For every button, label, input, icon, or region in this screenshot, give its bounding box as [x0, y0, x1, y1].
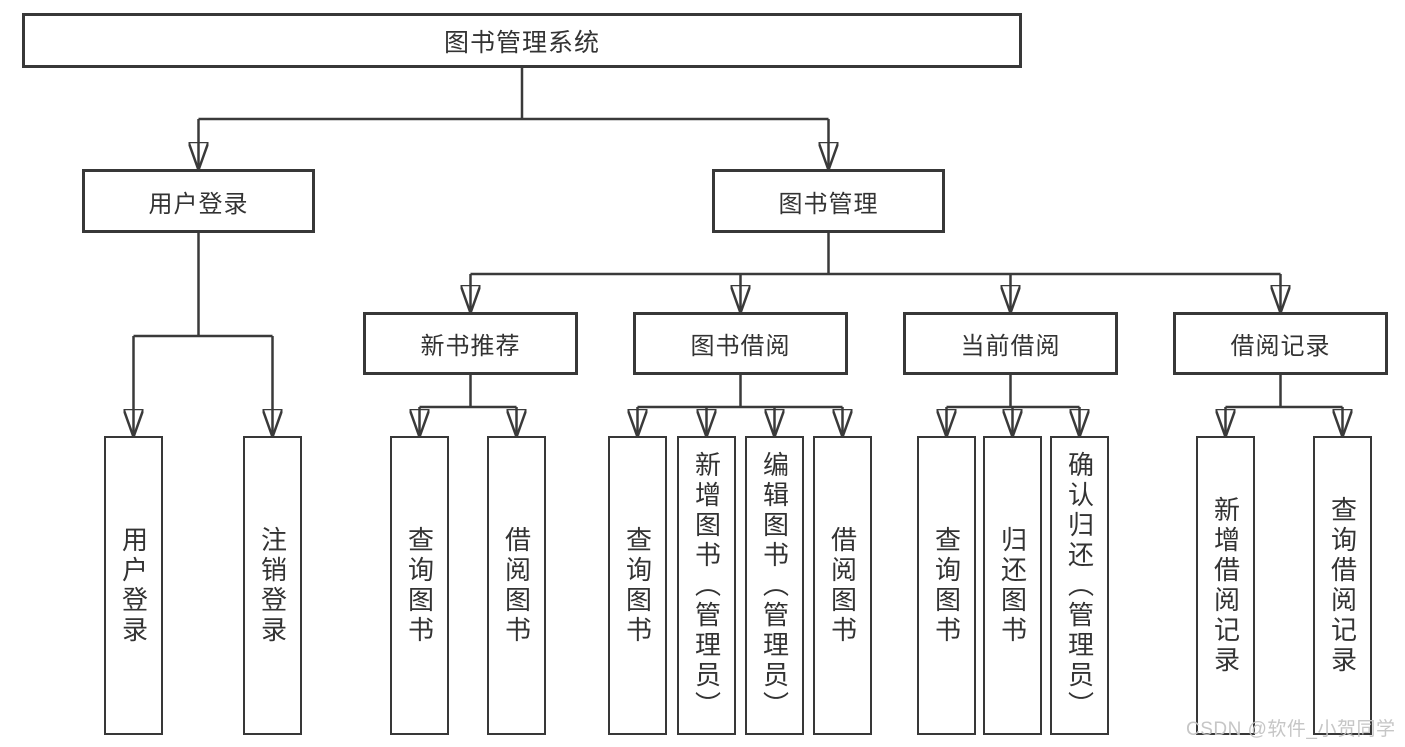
- leaf-user-login: 用户登录: [104, 436, 163, 735]
- leaf-user-login-label: 用户登录: [118, 525, 149, 646]
- leaf-query-books-current-label: 查询图书: [931, 525, 962, 646]
- leaf-borrow-books-borrowing-label: 借阅图书: [827, 525, 858, 646]
- leaf-add-borrow-record: 新增借阅记录: [1196, 436, 1255, 735]
- leaf-borrow-books-borrowing: 借阅图书: [813, 436, 872, 735]
- leaf-query-borrow-record: 查询借阅记录: [1313, 436, 1372, 735]
- leaf-query-books-current: 查询图书: [917, 436, 976, 735]
- node-book-management: 图书管理: [712, 169, 945, 233]
- leaf-add-book-admin-label: 新增图书（管理员）: [691, 450, 722, 721]
- leaf-query-books-recommend-label: 查询图书: [404, 525, 435, 646]
- leaf-query-borrow-record-label: 查询借阅记录: [1327, 495, 1358, 676]
- leaf-borrow-books-recommend: 借阅图书: [487, 436, 546, 735]
- node-new-book-recommendation: 新书推荐: [363, 312, 578, 375]
- node-borrowing-records: 借阅记录: [1173, 312, 1388, 375]
- leaf-query-books-borrowing-label: 查询图书: [622, 525, 653, 646]
- watermark: CSDN @软件_小贺同学: [1186, 719, 1396, 740]
- leaf-confirm-return-admin: 确认归还（管理员）: [1050, 436, 1109, 735]
- leaf-return-book: 归还图书: [983, 436, 1042, 735]
- leaf-query-books-borrowing: 查询图书: [608, 436, 667, 735]
- node-current-borrowing: 当前借阅: [903, 312, 1118, 375]
- node-borrowing-records-label: 借阅记录: [1230, 333, 1331, 360]
- leaf-add-book-admin: 新增图书（管理员）: [677, 436, 736, 735]
- node-current-borrowing-label: 当前借阅: [960, 333, 1061, 360]
- node-new-book-recommendation-label: 新书推荐: [420, 333, 521, 360]
- leaf-edit-book-admin-label: 编辑图书（管理员）: [759, 450, 790, 721]
- leaf-logout-label: 注销登录: [257, 525, 288, 646]
- node-user-login: 用户登录: [82, 169, 315, 233]
- leaf-logout: 注销登录: [243, 436, 302, 735]
- leaf-confirm-return-admin-label: 确认归还（管理员）: [1064, 450, 1095, 721]
- leaf-edit-book-admin: 编辑图书（管理员）: [745, 436, 804, 735]
- node-user-login-label: 用户登录: [148, 190, 249, 218]
- node-library-management-system: 图书管理系统: [22, 13, 1022, 68]
- node-library-management-system-label: 图书管理系统: [443, 28, 600, 57]
- node-book-borrowing: 图书借阅: [633, 312, 848, 375]
- node-book-borrowing-label: 图书借阅: [690, 333, 791, 360]
- leaf-query-books-recommend: 查询图书: [390, 436, 449, 735]
- leaf-borrow-books-recommend-label: 借阅图书: [501, 525, 532, 646]
- leaf-add-borrow-record-label: 新增借阅记录: [1210, 495, 1241, 676]
- leaf-return-book-label: 归还图书: [997, 525, 1028, 646]
- node-book-management-label: 图书管理: [778, 190, 879, 218]
